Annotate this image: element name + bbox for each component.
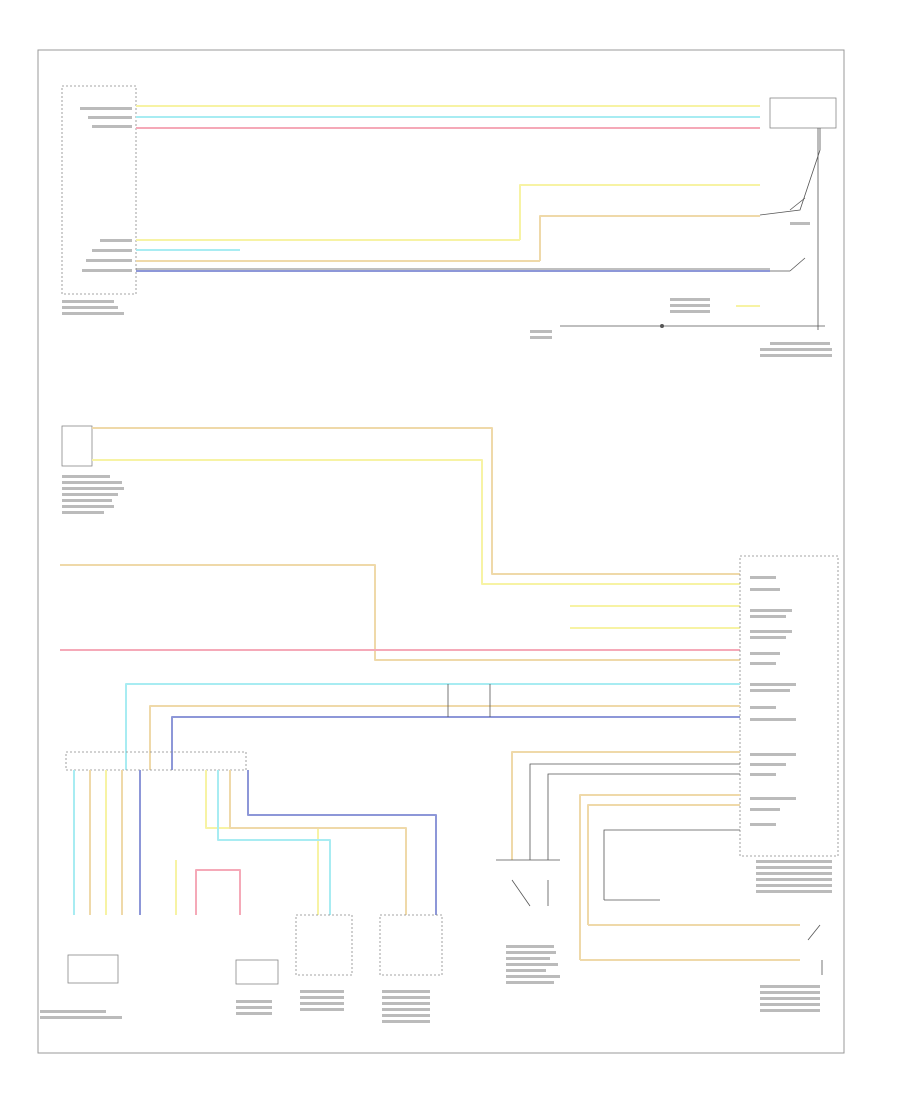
wire-yellow-mid [92, 459, 740, 585]
top-left-module [61, 85, 137, 295]
lower-harness [125, 683, 823, 975]
wire-yellow-2-rise [519, 184, 760, 240]
wire-cyan-harness [125, 683, 740, 770]
fuel-pump-module [496, 859, 560, 984]
fuel-sender-2 [235, 959, 279, 985]
wire-tan-2-rise [539, 215, 760, 261]
wire-blue-harness [171, 716, 740, 770]
sensor-drops [73, 770, 437, 915]
fuel-level-sensors [40, 914, 443, 1023]
wire-dark-ecm-1 [529, 763, 740, 860]
fuel-sender-4 [379, 914, 443, 976]
fuel-sender-1 [67, 954, 119, 984]
fuel-sender-3 [295, 914, 353, 976]
harness-connector [65, 751, 247, 771]
top-wire-group [136, 105, 770, 272]
bottom-right-switch [760, 985, 820, 1012]
wire-tan-mid [92, 427, 740, 575]
mid-left-sensor-labels [62, 475, 124, 514]
wire-dark-ecm-2 [547, 773, 740, 860]
diagram-border [37, 49, 845, 1054]
wire-tan-loop-1 [579, 794, 740, 960]
wire-tan-long [60, 564, 740, 661]
right-ecm-pins [750, 576, 832, 893]
wire-tan-loop-2 [587, 804, 740, 925]
mid-left-sensor [61, 425, 93, 467]
wire-tan-ecm [511, 751, 740, 860]
top-right-switches [530, 128, 832, 357]
top-right-connector [769, 97, 837, 129]
wire-tan-harness [149, 705, 740, 770]
top-left-module-labels [62, 107, 132, 315]
mid-wires [60, 427, 740, 661]
